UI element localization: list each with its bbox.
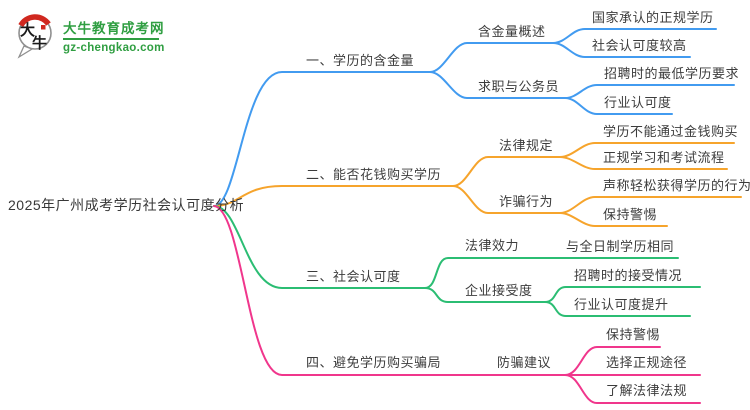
- link-root-branch-1: [213, 71, 431, 207]
- branch-2-sub-2-topic[interactable]: 诈骗行为: [499, 194, 554, 209]
- branch-1-sub-1-topic[interactable]: 含金量概述: [478, 24, 546, 39]
- branch-2-sub-1-leaf-1[interactable]: 学历不能通过金钱购买: [603, 124, 739, 139]
- link-root-branch-4: [213, 205, 566, 376]
- link-b2-sub2: [452, 185, 561, 214]
- branch-3-sub-1-leaf-1[interactable]: 与全日制学历相同: [566, 239, 675, 254]
- link-b2-sub1: [452, 156, 561, 187]
- logo-char-2: 牛: [32, 34, 47, 52]
- branch-2-sub-1-leaf-2[interactable]: 正规学习和考试流程: [603, 150, 725, 165]
- link-root-branch-3: [213, 205, 426, 289]
- branch-2-sub-1-topic[interactable]: 法律规定: [499, 138, 554, 153]
- link-b1-sub1-leaf1: [552, 28, 717, 44]
- branch-1-topic[interactable]: 一、学历的含金量: [306, 53, 415, 68]
- root-topic[interactable]: 2025年广州成考学历社会认可度分析: [8, 197, 245, 213]
- branch-3-sub-2-leaf-1[interactable]: 招聘时的接受情况: [574, 268, 683, 283]
- branch-2-sub-2-leaf-1[interactable]: 声称轻松获得学历的行为: [603, 178, 750, 193]
- link-root-branch-2: [213, 185, 454, 207]
- branch-2-topic[interactable]: 二、能否花钱购买学历: [306, 167, 442, 182]
- logo-text-block: 大牛教育成考网 gz-chengkao.com: [63, 8, 165, 54]
- link-b3-sub2: [424, 287, 546, 303]
- link-b1-sub2: [429, 71, 566, 99]
- logo-url: gz-chengkao.com: [63, 42, 165, 54]
- logo-divider: [63, 38, 159, 40]
- link-b1-sub1: [429, 42, 554, 73]
- branch-1-sub-1-leaf-2[interactable]: 社会认可度较高: [592, 38, 687, 53]
- link-b2-sub2-leaf2: [559, 212, 668, 227]
- branch-1-sub-2-topic[interactable]: 求职与公务员: [478, 79, 560, 94]
- link-b4-sub1-leaf3: [564, 374, 701, 404]
- branch-4-sub-1-leaf-2[interactable]: 选择正规途径: [606, 355, 688, 370]
- site-logo[interactable]: 大 牛 大牛教育成考网 gz-chengkao.com: [12, 8, 165, 60]
- branch-1-sub-2-leaf-1[interactable]: 招聘时的最低学历要求: [604, 66, 740, 81]
- branch-1-sub-1-leaf-1[interactable]: 国家承认的正规学历: [592, 10, 714, 25]
- branch-4-sub-1-leaf-1[interactable]: 保持警惕: [606, 327, 661, 342]
- link-b3-sub1: [424, 257, 679, 289]
- link-b1-sub1-leaf2: [552, 42, 691, 58]
- link-b2-sub1-leaf2: [559, 156, 728, 170]
- logo-seal-icon: [41, 25, 46, 30]
- link-b4-sub1-leaf1: [564, 346, 661, 376]
- branch-4-sub-1-leaf-3[interactable]: 了解法律法规: [606, 383, 688, 398]
- branch-3-sub-1-topic[interactable]: 法律效力: [465, 238, 520, 253]
- link-b1-sub2-leaf2: [564, 97, 673, 115]
- branch-1-sub-2-leaf-2[interactable]: 行业认可度: [604, 95, 672, 110]
- branch-3-sub-2-topic[interactable]: 企业接受度: [465, 283, 533, 298]
- logo-hat-icon: [18, 14, 51, 28]
- branch-3-sub-2-leaf-2[interactable]: 行业认可度提升: [574, 297, 669, 312]
- logo-char-1: 大: [20, 21, 35, 39]
- branch-2-sub-2-leaf-2[interactable]: 保持警惕: [603, 207, 658, 222]
- logo-site-name: 大牛教育成考网: [63, 21, 165, 36]
- branch-4-sub-1-topic[interactable]: 防骗建议: [497, 355, 552, 370]
- branch-4-topic[interactable]: 四、避免学历购买骗局: [306, 355, 442, 370]
- logo-bubble-icon: 大 牛: [17, 14, 52, 59]
- link-b3-sub2-leaf2: [544, 301, 691, 317]
- link-b2-sub2-leaf1: [559, 196, 742, 214]
- branch-3-topic[interactable]: 三、社会认可度: [306, 269, 401, 284]
